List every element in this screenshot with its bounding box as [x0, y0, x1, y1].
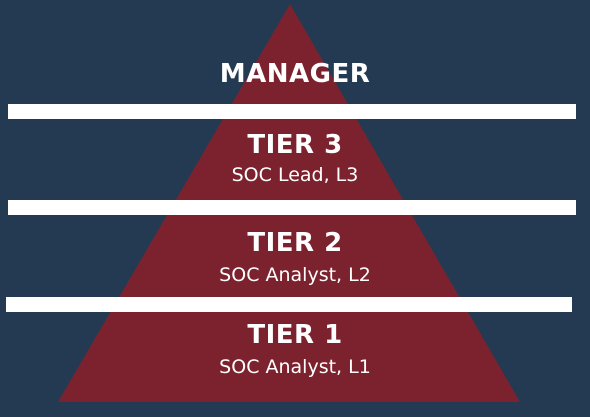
- manager-level-title: MANAGER: [219, 59, 371, 89]
- tier1-role: SOC Analyst, L1: [219, 356, 371, 378]
- tier3-title: TIER 3: [247, 130, 343, 160]
- tier1-title: TIER 1: [247, 320, 343, 350]
- tier2-role: SOC Analyst, L2: [219, 264, 371, 286]
- tier3-role: SOC Lead, L3: [231, 164, 359, 186]
- divider-bar-tier3-tier2: [8, 200, 576, 215]
- divider-bar-tier2-tier1: [6, 297, 572, 312]
- tier2-title: TIER 2: [247, 228, 343, 258]
- divider-bar-manager-tier3: [8, 104, 576, 119]
